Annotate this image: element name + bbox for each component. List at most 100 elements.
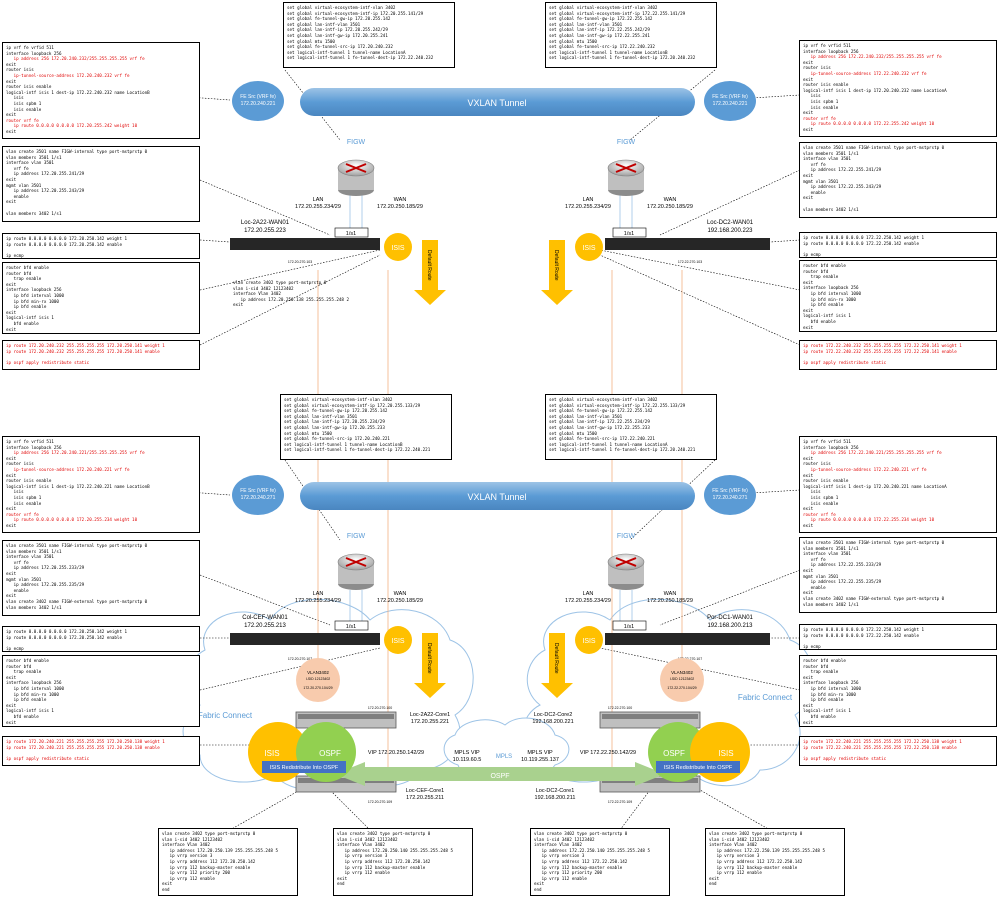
config-line: ip address 172.20.250.140 255.255.255.24… (337, 847, 453, 853)
vxlan-tunnel-middle (300, 482, 695, 510)
config-line: ip route 172.20.240.221 255.255.255.255 … (6, 744, 160, 750)
config-line: ip route 172.20.240.232 255.255.255.255 … (6, 343, 165, 348)
config-line: router bfd (803, 663, 829, 669)
config-line: exit (803, 472, 814, 478)
config-line: ip address 256 172.22.240.221/255.255.25… (803, 450, 942, 456)
fabric-connect-label: Fabric Connect (738, 693, 793, 702)
config-line: exit (6, 593, 17, 599)
diagram-text: 172.22.270.104/29 (667, 686, 696, 690)
config-line: vlan create 3501 name FIGW-internal type… (6, 543, 148, 548)
config-line: interface loopback 256 (803, 444, 859, 450)
config-line: ip vrrp version 3 (709, 853, 760, 859)
config-line: exit (803, 506, 814, 512)
config-line: set global mtu 1500 (287, 38, 335, 44)
config-line: exit (803, 702, 814, 708)
config-line: ip vrrp address 112 172.22.250.142 (709, 858, 803, 864)
config-line: router bfd (6, 663, 32, 669)
config-line: interface loopback 256 (6, 287, 62, 293)
diagram-text: VLAN3402 (307, 670, 329, 675)
config-line: bfd enable (803, 713, 836, 719)
config-line: interface Vlan 3402 (534, 842, 582, 848)
config-tr-static: ip route 172.22.240.232 255.255.255.255 … (799, 340, 997, 370)
diagram-text: 172.20.255.211 (406, 795, 444, 801)
config-line: interface vlan 3501 (6, 160, 54, 166)
config-line: exit (6, 472, 17, 478)
config-line: ip route 0.0.0.0 0.0.0.0 172.22.255.234 … (803, 517, 935, 523)
config-line: set global lan-intf-vlan 3501 (287, 21, 361, 27)
diagram-text: Default Route (426, 250, 432, 281)
diagram-text: WAN (664, 197, 677, 203)
config-line: ip route 172.20.240.221 255.255.255.255 … (6, 739, 165, 744)
diagram-text: 172.20.255.234/29 (295, 204, 341, 210)
switch-por-dc1-wan01: Por-DC1-WAN01 192.168.200.213 1/s1 172.2… (605, 615, 770, 661)
diagram-text: 172.20.255.234/29 (565, 598, 611, 604)
diagram-text: I-SID 12123402 (306, 677, 331, 681)
config-line: vlan create 3501 name FIGW-internal type… (803, 540, 945, 545)
config-line: set global fe-tunnel-src-ip 172.22.240.2… (549, 44, 655, 50)
diagram-text: FE Src (VRF fe) (240, 94, 276, 100)
config-line: exit (6, 522, 17, 528)
config-line: ip route 172.22.240.221 255.255.255.255 … (803, 744, 957, 750)
config-line: exit (6, 570, 17, 576)
config-line: ip bfd min-rx 1000 (6, 691, 59, 697)
diagram-text: VLAN3402 (671, 670, 693, 675)
config-line: set global lan-intf-vlan 3501 (549, 21, 623, 27)
diagram-text: VIP 172.20.250.142/29 (368, 750, 424, 756)
config-line: set global mtu 1500 (284, 430, 332, 436)
default-route-arrow: Default Route (541, 240, 573, 305)
config-line: exit (803, 719, 814, 725)
diagram-text: ISIS (582, 638, 596, 645)
config-line: ip address 172.20.250.138 255.255.255.24… (233, 296, 349, 302)
config-line: interface vlan 3501 (803, 156, 851, 162)
config-line: ip bfd min-rx 1000 (6, 298, 59, 304)
config-line: ip vrrp 112 priority 200 (534, 870, 603, 876)
diagram-text: 172.20.270.104/29 (303, 686, 332, 690)
config-line: exit (803, 455, 814, 461)
config-line: ip vrrp 112 enable (534, 875, 587, 881)
diagram-text: 172.22.270.103 (678, 260, 702, 264)
diagram-text: 172.20.270.103 (288, 260, 312, 264)
config-line: exit (803, 59, 814, 65)
config-line: ip vrrp address 112 172.20.250.142 (162, 858, 256, 864)
config-line: isis (6, 95, 24, 101)
config-line: ip address 172.20.255.241/29 (6, 171, 85, 177)
config-line: vlan create 3501 name FIGW-internal type… (803, 145, 945, 150)
fabric-connect-label: Fabric Connect (198, 711, 253, 720)
config-line: end (337, 881, 345, 887)
config-line: isis spbm 1 (6, 494, 42, 500)
diagram-text: 172.20.255.234/29 (565, 204, 611, 210)
config-line: exit (803, 324, 814, 330)
config-line: ip route 0.0.0.0 0.0.0.0 172.20.250.142 … (6, 236, 128, 241)
config-line: set global virtual-ecosystem-intf-ip 172… (549, 10, 686, 16)
vxlan-tunnel-middle-label: VXLAN Tunnel (467, 492, 526, 502)
config-line: interface loopback 256 (803, 680, 859, 686)
default-route-arrow: Default Route (541, 633, 573, 698)
config-line: exit (337, 875, 348, 881)
config-line: set global lan-intf-gw-ip 172.22.255.233 (549, 424, 650, 430)
config-line: router bfd enable (6, 265, 49, 270)
config-line: vlan members 3402 1/s1 (803, 601, 859, 607)
config-line: router isis (803, 461, 831, 467)
config-line: ip vrrp 112 backup-master enable (162, 864, 251, 870)
config-line: bfd enable (6, 713, 39, 719)
figw-router-icon: FIGW (337, 533, 375, 590)
config-line: isis spbm 1 (803, 494, 839, 500)
config-line: set global lan-intf-ip 172.22.255.234/29 (549, 419, 650, 425)
config-top-center-left: set global virtual-ecosystem-intf-vlan 3… (283, 2, 455, 68)
diagram-text: 10.119.255.137 (521, 757, 559, 763)
diagram-text: 192.168.200.213 (707, 623, 753, 629)
config-line: set logical-intf-tunnel 1 fe-tunnel-dest… (549, 55, 696, 61)
diagram-text: Loc-2A22-WAN01 (241, 220, 290, 226)
config-line: ip address 172.20.250.139 255.255.255.24… (162, 847, 278, 853)
config-line: ip vrrp 112 enable (709, 870, 762, 876)
config-line: set logical-intf-tunnel 1 fe-tunnel-dest… (287, 55, 434, 61)
config-line: interface vlan 3501 (6, 554, 54, 560)
config-mr-static: ip route 172.22.240.221 255.255.255.255 … (799, 736, 997, 766)
diagram-text: Loc-2A22-Core1 (410, 712, 450, 718)
config-line: interface Vlan 3402 (233, 291, 281, 297)
config-line: isis enable (6, 500, 42, 506)
config-line: vlan create 3402 type port-mstprstp 0 (337, 831, 431, 836)
config-line: exit (6, 455, 17, 461)
config-line: set global fe-tunnel-gw-ip 172.20.255.14… (284, 408, 388, 414)
